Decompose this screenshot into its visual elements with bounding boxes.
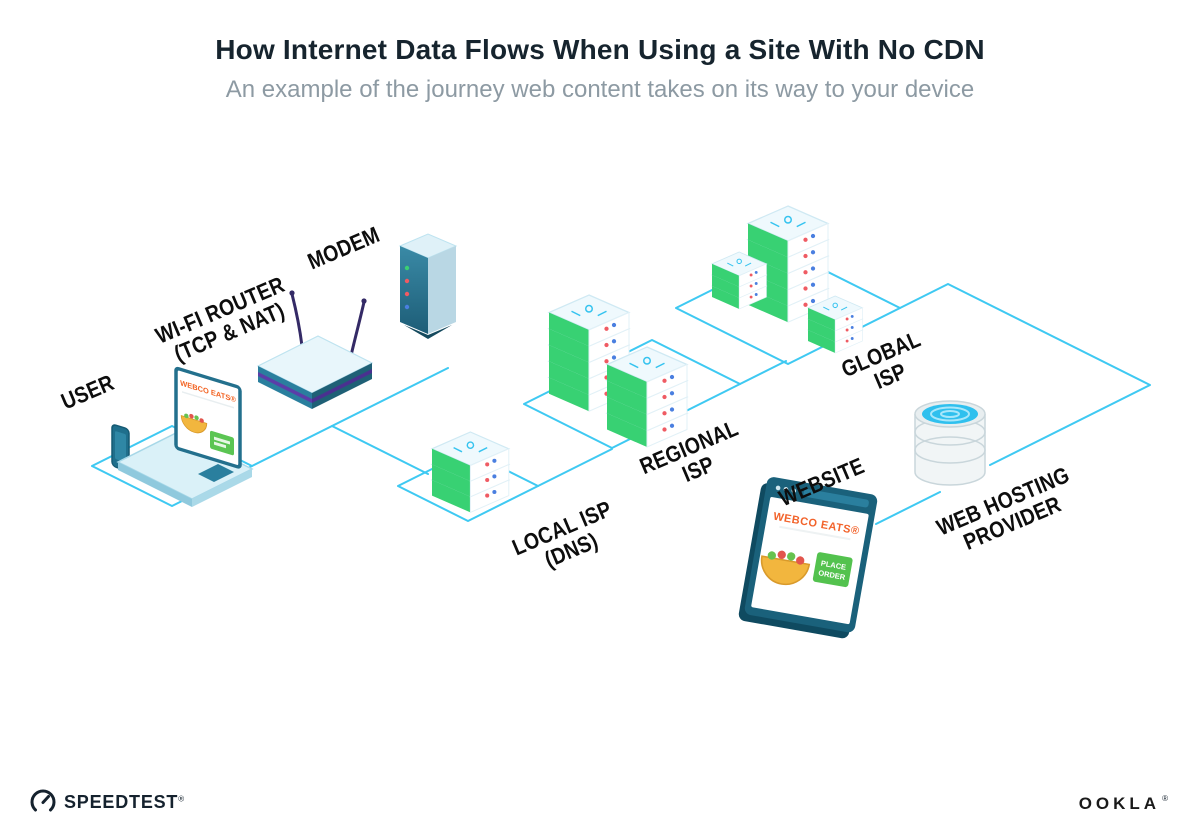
connection-line-user-modem	[251, 367, 449, 467]
connection-line-local-regional	[537, 448, 613, 487]
speedtest-wordmark: SPEEDTEST	[64, 791, 179, 812]
laptop-screen: WEBCO EATS®	[174, 366, 242, 469]
wifi-router-icon	[256, 290, 374, 409]
regional-isp-server-stacks-icon	[548, 294, 688, 448]
local-isp-server-stack-icon	[431, 431, 510, 514]
ookla-wordmark: OOKLA	[1078, 794, 1161, 813]
speedtest-reg-mark: ®	[178, 794, 185, 804]
speedtest-logo: SPEEDTEST®	[30, 789, 184, 815]
modem-icon	[398, 233, 458, 339]
database-cylinder-icon	[914, 400, 986, 486]
browser-window-icon: WEBCO EATS® PLACE ORDER	[738, 477, 878, 639]
browser-dot-icon	[783, 487, 789, 492]
connection-line-global-hosting	[899, 283, 1151, 466]
global-isp-server-stacks-icon	[711, 205, 863, 354]
header: How Internet Data Flows When Using a Sit…	[0, 34, 1200, 104]
place-order-button	[812, 552, 853, 588]
laptop-icon: WEBCO EATS®	[116, 366, 254, 507]
ookla-reg-mark: ®	[1162, 794, 1168, 803]
place-order-text-line1: PLACE	[820, 559, 847, 572]
connection-line-hosting-website	[875, 491, 941, 525]
speedtest-gauge-icon	[30, 789, 56, 812]
page-title: How Internet Data Flows When Using a Sit…	[215, 34, 985, 65]
browser-dot-icon	[775, 485, 781, 491]
connection-line-regional-global	[739, 360, 787, 385]
page-subtitle: An example of the journey web content ta…	[225, 76, 975, 103]
browser-dot-icon	[791, 488, 797, 494]
connection-line-branch-local-isp	[331, 425, 429, 475]
ookla-logo: OOKLA®	[1079, 794, 1168, 814]
